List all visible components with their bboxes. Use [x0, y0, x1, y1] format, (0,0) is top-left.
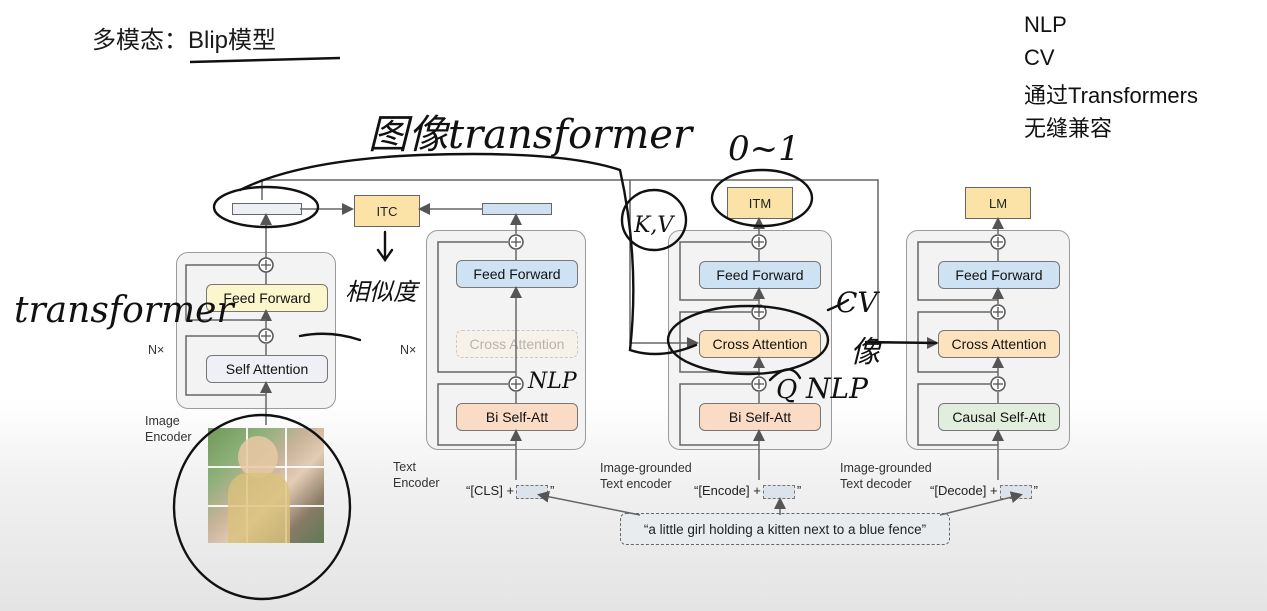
kv-circle	[620, 188, 688, 252]
grounded-decoder-cross-attention: Cross Attention	[938, 330, 1060, 358]
grounded-encoder-input: “[Encode] + ”	[694, 483, 801, 499]
note-nlp-text-encoder: NLP	[527, 369, 578, 394]
top-loop-stroke	[238, 152, 698, 356]
note-nlp: NLP	[1024, 12, 1067, 37]
note-zero-one: 0~1	[728, 129, 800, 169]
grounded-decoder-label-2: Text decoder	[840, 477, 912, 491]
cross-attention-circle	[666, 304, 830, 376]
note-compatible: 无缝兼容	[1024, 116, 1113, 141]
note-transformers: 通过Transformers	[1024, 83, 1198, 108]
note-left-transformer: transformer	[14, 290, 235, 331]
text-encoder-feed-forward: Feed Forward	[456, 260, 578, 288]
note-kv: K,V	[633, 213, 675, 238]
feature-circle	[212, 185, 320, 229]
note-cv: CV	[836, 286, 880, 319]
page-title: 多模态：Blip模型	[92, 27, 277, 54]
note-image-transformer: 图像transformer	[368, 112, 695, 158]
lm-head: LM	[965, 187, 1031, 219]
note-q: Q	[776, 375, 797, 405]
image-circle	[172, 413, 352, 601]
text-encoder-input-prefix: “[CLS] +	[466, 483, 515, 498]
text-encoder-label-2: Encoder	[393, 476, 440, 490]
grounded-decoder-input: “[Decode] + ”	[930, 483, 1038, 499]
note-nlp-right: NLP	[805, 372, 869, 405]
grounded-decoder-causal-self-att: Causal Self-Att	[938, 403, 1060, 431]
image-encoder-repeat: N×	[148, 343, 165, 357]
image-encoder-label-2: Encoder	[145, 430, 192, 444]
text-encoder-label-1: Text	[393, 460, 416, 474]
text-encoder-cross-attention: Cross Attention	[456, 330, 578, 358]
image-encoder-feed-forward: Feed Forward	[206, 284, 328, 312]
grounded-decoder-input-prefix: “[Decode] +	[930, 483, 998, 498]
itc-head: ITC	[354, 195, 420, 227]
text-encoder-input-suffix: ”	[550, 483, 555, 498]
grounded-encoder-label-2: Text encoder	[600, 477, 672, 491]
text-encoder-input: “[CLS] + ”	[466, 483, 554, 499]
input-image	[208, 428, 324, 543]
caption-text: “a little girl holding a kitten next to …	[620, 513, 950, 545]
note-image-char: 像	[850, 335, 882, 370]
text-encoder-bi-self-att: Bi Self-Att	[456, 403, 578, 431]
grounded-encoder-input-suffix: ”	[796, 483, 802, 498]
grounded-encoder-label-1: Image-grounded	[600, 461, 692, 475]
grounded-decoder-input-suffix: ”	[1033, 483, 1038, 498]
image-encoder-label-1: Image	[145, 414, 180, 428]
itm-circle	[710, 168, 814, 228]
grounded-encoder-input-prefix: “[Encode] +	[694, 483, 761, 498]
grounded-decoder-label-1: Image-grounded	[840, 461, 932, 475]
text-encoder-repeat: N×	[400, 343, 417, 357]
note-similarity: 相似度	[345, 278, 421, 306]
note-cv: CV	[1024, 45, 1055, 70]
